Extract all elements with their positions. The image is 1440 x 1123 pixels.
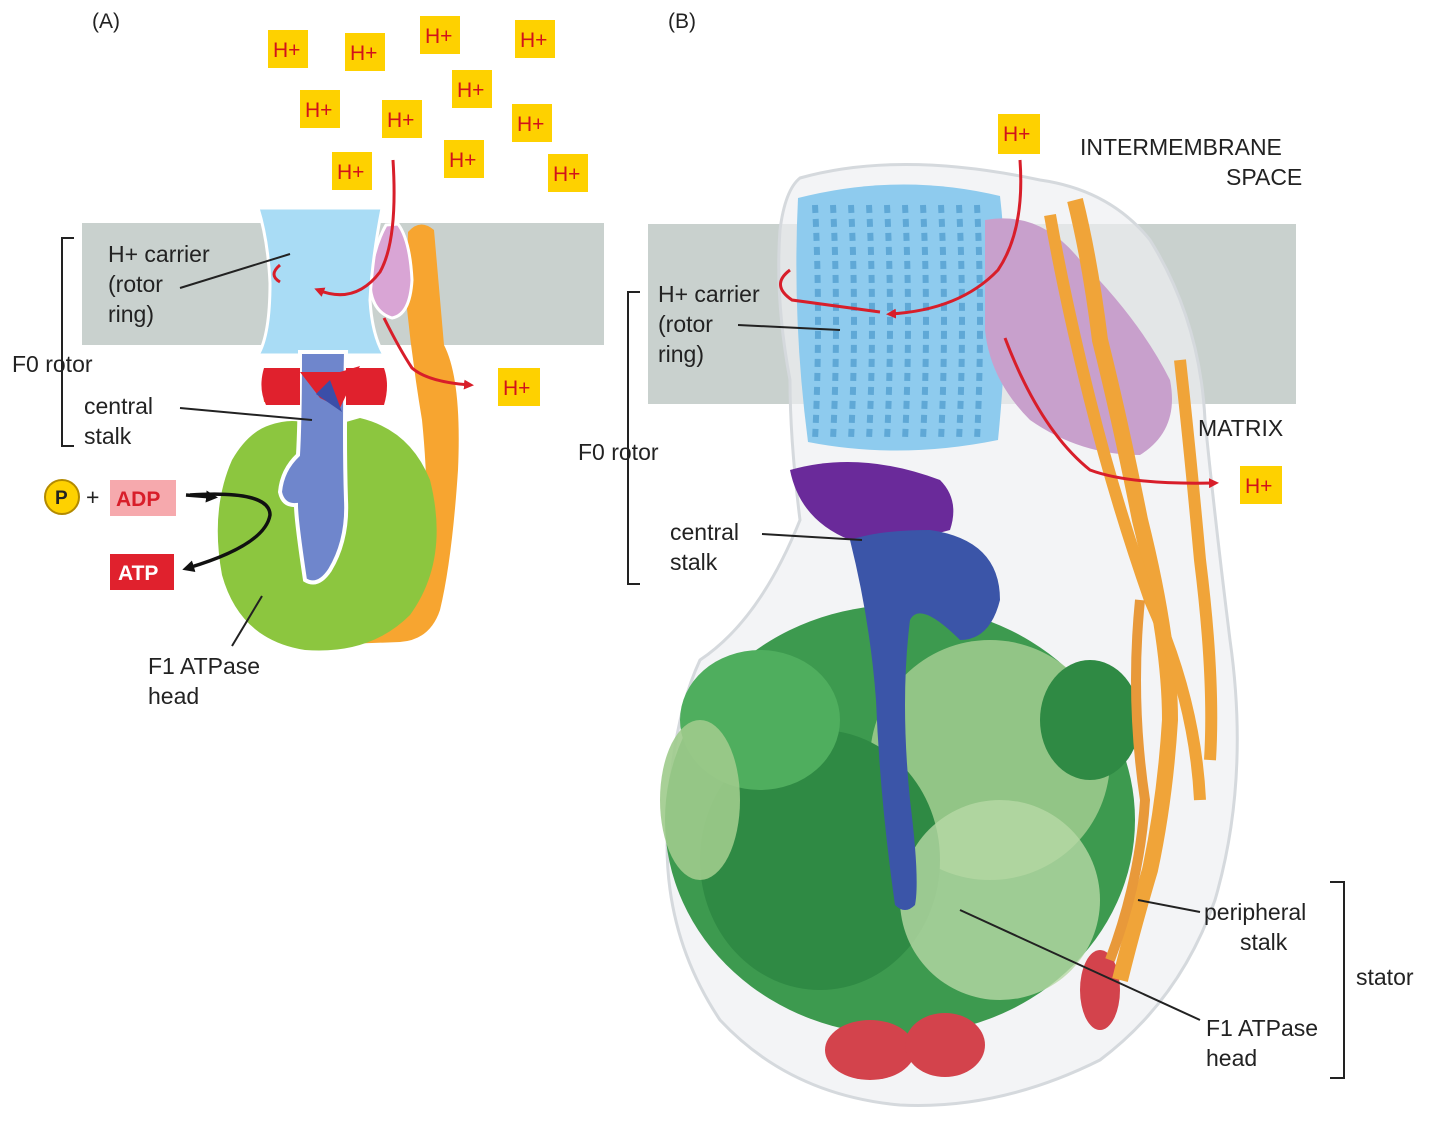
atp-label: ATP [118,562,158,585]
proton-box: H+ [515,20,555,58]
rotor-helix [848,204,857,441]
rotor-helix [956,204,965,441]
f0-bracket-b [627,291,640,585]
intermembrane-label-2: SPACE [1226,164,1302,190]
proton-box-label: H+ [517,113,544,136]
proton-box: H+ [300,90,340,128]
proton-entry-box-b: (B) H+ [998,114,1040,154]
stalk-label-b-2: stalk [670,549,718,575]
rotor-helix [938,204,947,441]
proton-box-label: H+ [350,42,377,65]
svg-text:H+: H+ [503,377,530,400]
adp-label: ADP [116,488,160,511]
carrier-label-a-1: H+ carrier [108,241,210,267]
rotor-helix [812,204,821,441]
proton-box-label: H+ [553,163,580,186]
stalk-label-a-2: stalk [84,423,132,449]
intermembrane-label-1: INTERMEMBRANE [1080,134,1282,160]
carrier-label-b-2: (rotor [658,311,713,337]
proton-box-label: H+ [425,25,452,48]
rotor-helix [974,204,983,441]
phosphate-label: P [55,488,68,509]
proton-exit-a [382,317,474,390]
peripheral-leader [1137,899,1201,913]
panel-a-tag: (A) [92,10,120,33]
f0-label-b: F0 rotor [578,439,659,465]
carrier-label-a-3: ring) [108,301,154,327]
adp-box [110,480,176,516]
proton-exit-box-b: H+ [1240,466,1282,504]
adp-input-arrow [185,490,218,503]
proton-path-a [314,159,396,297]
synthesis-arrow [182,492,272,573]
proton-box: H+ [512,104,552,142]
head-leader-b [959,909,1201,1021]
proton-cloud-a: H+ H+ H+ H+ H+ H+ H+ H+ H+ H+ H+ [268,16,588,192]
proton-box-label: H+ [457,79,484,102]
rotor-helix [830,204,839,441]
proton-box: H+ [332,152,372,190]
proton-box-label: H+ [305,99,332,122]
proton-box: H+ [444,140,484,178]
proton-box-label: H+ [337,161,364,184]
carrier-label-a-2: (rotor [108,271,163,297]
peripheral-label-1: peripheral [1204,899,1306,925]
panel-b: (B) [578,10,1414,1107]
stalk-leader-a [179,407,313,421]
phosphate-circle [44,479,80,515]
proton-exit-box-a: H+ [498,368,540,406]
proton-box: H+ [382,100,422,138]
plus-label: + [86,484,99,510]
proton-box: H+ [548,154,588,192]
rotor-helix [920,204,929,441]
panel-a: (A) H+H+H+H+H+H+H+H+H+H+H+ H [12,10,604,709]
f0-label-a: F0 rotor [12,351,93,377]
head-leader-a [231,595,263,647]
proton-path-a-curl [272,263,282,284]
proton-path-b [886,159,1023,319]
central-stalk-b [790,462,1000,910]
head-label-a-1: F1 ATPase [148,653,260,679]
head-label-b-2: head [1206,1045,1257,1071]
rotor-helix [884,204,893,441]
proton-box-label: H+ [449,149,476,172]
stator-bracket [1330,881,1345,1079]
proton-box: H+ [420,16,460,54]
stalk-label-a-1: central [84,393,153,419]
proton-box: H+ [268,30,308,68]
rotor-ring-b [796,184,1006,451]
rotor-helix [902,204,911,441]
carrier-label-b-1: H+ carrier [658,281,760,307]
atp-box [110,554,174,590]
carrier-leader-b [737,324,841,331]
proton-path-b-curl [779,268,881,314]
proton-box-label: H+ [520,29,547,52]
proton-exit-b [1003,337,1219,489]
head-label-b-1: F1 ATPase [1206,1015,1318,1041]
stator-label: stator [1356,964,1414,990]
peripheral-stalk-b [1044,198,1218,982]
svg-text:H+: H+ [1003,123,1030,146]
peripheral-stalk-a [301,224,459,645]
rotor-helices [812,204,983,441]
rotor-helix [866,204,875,441]
peripheral-label-2: stalk [1240,929,1288,955]
stalk-leader-b [761,533,863,541]
head-label-a-2: head [148,683,199,709]
proton-box: H+ [345,33,385,71]
central-stalk-a [277,350,349,585]
panel-b-tag: (B) [668,10,696,33]
f0-bracket-a [61,237,74,447]
svg-text:H+: H+ [1245,475,1272,498]
proton-box-label: H+ [387,109,414,132]
carrier-leader-a [179,253,291,289]
carrier-label-b-3: ring) [658,341,704,367]
proton-box: H+ [452,70,492,108]
stalk-label-b-1: central [670,519,739,545]
proton-box-label: H+ [273,39,300,62]
rotation-arrow-a [261,366,387,412]
matrix-label: MATRIX [1198,415,1283,441]
